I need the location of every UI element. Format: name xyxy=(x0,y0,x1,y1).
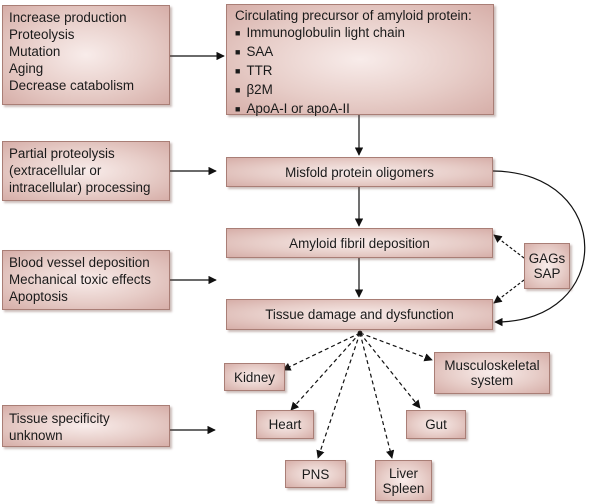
organ-pns-label: PNS xyxy=(301,466,330,482)
precursor-box: Circulating precursor of amyloid protein… xyxy=(226,4,494,116)
specificity-line: unknown xyxy=(9,428,63,443)
processing-line: intracellular) processing xyxy=(9,180,151,195)
arrow-damage-to-gut xyxy=(359,332,421,409)
oligomers-box: Misfold protein oligomers xyxy=(226,157,493,187)
arrow-cofactors-to-damage xyxy=(493,279,525,304)
toxicity-line: Mechanical toxic effects xyxy=(9,272,151,287)
arrow-damage-to-heart xyxy=(290,332,361,411)
cofactor-gags: GAGs xyxy=(528,251,566,266)
processing-box: Partial proteolysis (extracellular or in… xyxy=(2,141,170,201)
oligomers-label: Misfold protein oligomers xyxy=(285,164,434,180)
arrow-oligomers-bypass-to-damage xyxy=(492,170,586,327)
organ-spleen-line: Spleen xyxy=(382,480,425,496)
precursor-item: SAA xyxy=(235,43,485,62)
factors-box: Increase production Proteolysis Mutation… xyxy=(2,5,170,105)
specificity-line: Tissue specificity xyxy=(9,411,110,426)
damage-box: Tissue damage and dysfunction xyxy=(226,299,493,330)
deposition-label: Amyloid fibril deposition xyxy=(289,235,430,251)
precursor-title: Circulating precursor of amyloid protein… xyxy=(235,8,472,23)
factor-line: Mutation xyxy=(9,44,61,59)
processing-line: (extracellular or xyxy=(9,163,102,178)
processing-line: Partial proteolysis xyxy=(9,146,115,161)
factor-line: Proteolysis xyxy=(9,27,75,42)
precursor-item: ApoA-I or apoA-II xyxy=(235,100,485,119)
organ-heart-label: Heart xyxy=(268,417,302,432)
arrow-damage-to-pns xyxy=(316,332,361,459)
precursor-item: Immunoglobulin light chain xyxy=(235,24,485,43)
precursor-item: β2M xyxy=(235,81,485,100)
organ-gut-label: Gut xyxy=(425,417,447,432)
organ-musculoskeletal-line: Musculoskeletal xyxy=(444,358,540,373)
fanout-hub xyxy=(357,330,363,336)
organ-musculoskeletal: Musculoskeletal system xyxy=(434,352,550,394)
organ-kidney: Kidney xyxy=(224,363,285,391)
organ-gut: Gut xyxy=(406,410,466,439)
organ-pns: PNS xyxy=(285,460,346,488)
organ-kidney-label: Kidney xyxy=(234,369,275,385)
toxicity-line: Apoptosis xyxy=(9,289,68,304)
arrow-damage-to-musculoskeletal xyxy=(359,332,433,362)
cofactor-sap: SAP xyxy=(533,266,561,281)
arrow-cofactors-to-deposition xyxy=(493,234,525,259)
arrow-damage-to-kidney xyxy=(282,332,361,371)
organ-musculoskeletal-line: system xyxy=(470,373,514,388)
precursor-item: TTR xyxy=(235,62,485,81)
factor-line: Increase production xyxy=(9,10,127,25)
organ-heart: Heart xyxy=(256,410,314,439)
toxicity-box: Blood vessel deposition Mechanical toxic… xyxy=(2,250,170,310)
organ-liver-spleen: Liver Spleen xyxy=(375,460,432,501)
arrow-damage-to-liver xyxy=(359,332,395,459)
organ-liver-line: Liver xyxy=(388,465,419,481)
toxicity-line: Blood vessel deposition xyxy=(9,255,150,270)
specificity-box: Tissue specificity unknown xyxy=(2,405,170,447)
factor-line: Aging xyxy=(9,61,44,76)
deposition-box: Amyloid fibril deposition xyxy=(226,228,493,258)
factor-line: Decrease catabolism xyxy=(9,78,135,93)
damage-label: Tissue damage and dysfunction xyxy=(265,307,454,322)
cofactors-box: GAGs SAP xyxy=(524,243,570,289)
